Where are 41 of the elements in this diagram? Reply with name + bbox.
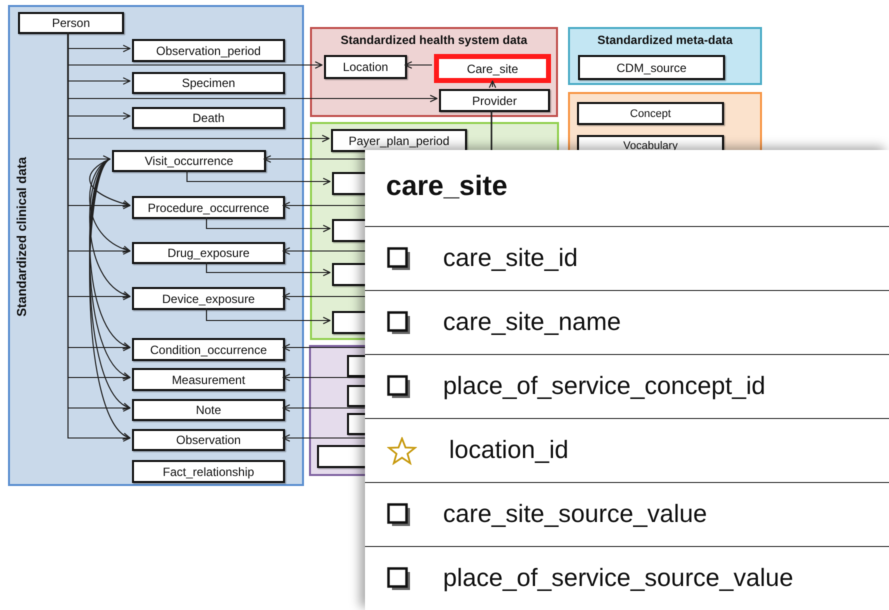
- table-box: Fact_relationship: [132, 460, 285, 483]
- group-panel: [568, 27, 762, 85]
- highlighted-table-box: Care_site: [434, 54, 551, 83]
- table-title: care_site: [386, 170, 508, 203]
- table-box: Concept: [577, 102, 724, 125]
- table-box: Payer_plan_period: [331, 129, 467, 152]
- table-box: Location: [324, 55, 407, 79]
- panel-title: Standardized meta-data: [596, 33, 734, 47]
- table-box: Device_exposure: [132, 287, 285, 310]
- field-name: care_site_source_value: [443, 500, 708, 529]
- arrow: [89, 158, 131, 252]
- table-box: Procedure_occurrence: [132, 196, 285, 219]
- table-box: Person: [18, 12, 124, 34]
- arrow: [186, 170, 331, 186]
- table-box: Measurement: [132, 368, 285, 391]
- field-name: care_site_name: [443, 308, 621, 337]
- table-box: CDM_source: [578, 55, 725, 80]
- table-box: Observation: [132, 429, 285, 451]
- table-box: Observation_period: [132, 39, 285, 62]
- table-box: Note: [132, 399, 285, 421]
- field-name: place_of_service_source_value: [443, 564, 794, 593]
- arrow: [404, 61, 432, 69]
- arrow: [206, 217, 331, 232]
- arrow: [206, 262, 331, 276]
- arrow: [89, 158, 131, 298]
- table-box: Condition_occurrence: [132, 338, 285, 361]
- field-name: care_site_id: [443, 244, 578, 273]
- panel-title: Standardized clinical data: [14, 157, 29, 317]
- table-box: Visit_occurrence: [112, 150, 266, 172]
- table-box: Death: [132, 107, 285, 129]
- group-panel: [8, 5, 304, 486]
- table-box: Provider: [439, 89, 550, 112]
- arrow: [488, 80, 496, 88]
- arrow: [89, 158, 131, 208]
- table-box: Drug_exposure: [132, 242, 285, 264]
- field-name: place_of_service_concept_id: [443, 372, 766, 401]
- field-name: location_id: [449, 436, 569, 465]
- arrow: [206, 308, 331, 324]
- group-panel: [310, 27, 558, 117]
- panel-title: Standardized health system data: [340, 33, 528, 47]
- table-box: Specimen: [132, 72, 285, 94]
